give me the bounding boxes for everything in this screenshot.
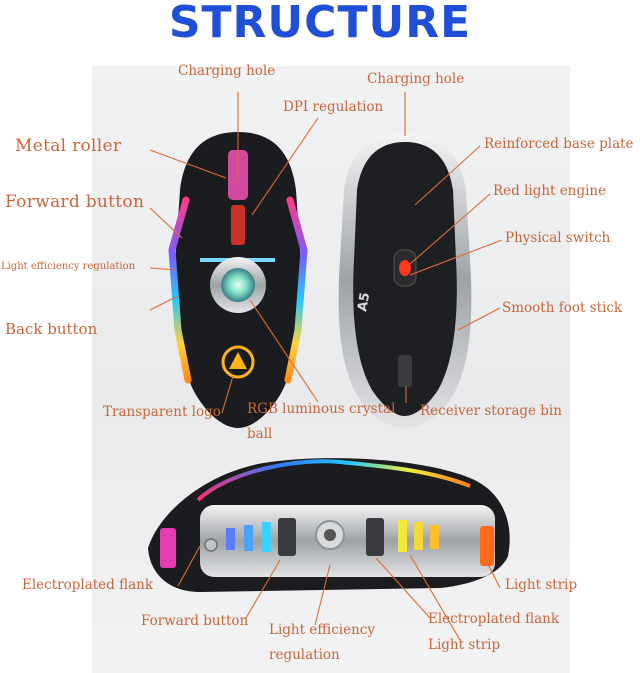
label-dpi-regulation: DPI regulation [283, 99, 384, 115]
label-light-efficiency-regulation-top: Light efficiency regulation [1, 261, 136, 272]
label-rgb-crystal-ball-line2: ball [247, 426, 273, 442]
label-light-efficiency-line2: regulation [269, 647, 340, 663]
label-forward-button-top: Forward button [5, 192, 145, 212]
mouse-bottom-view: A5 [338, 132, 472, 428]
label-reinforced-base-plate: Reinforced base plate [484, 136, 634, 152]
label-smooth-foot-stick: Smooth foot stick [502, 300, 623, 316]
label-red-light-engine: Red light engine [493, 183, 607, 199]
label-light-strip-bottom: Light strip [428, 637, 501, 653]
label-electroplated-flank-left: Electroplated flank [22, 577, 154, 593]
label-light-efficiency-line1: Light efficiency [269, 622, 375, 638]
mouse-top-view [168, 132, 308, 428]
label-forward-button-bottom: Forward button [141, 613, 249, 629]
label-metal-roller: Metal roller [15, 136, 122, 156]
label-rgb-crystal-ball-line1: RGB luminous crystal [247, 401, 396, 417]
mouse-side-view [148, 458, 510, 592]
leader-lines [149, 92, 503, 641]
model-text: A5 [355, 291, 373, 312]
label-receiver-storage-bin: Receiver storage bin [420, 403, 562, 419]
label-transparent-logo: Transparent logo [103, 404, 221, 420]
label-light-strip-right: Light strip [505, 577, 578, 593]
label-electroplated-flank-right: Electroplated flank [428, 611, 560, 627]
label-physical-switch: Physical switch [505, 230, 611, 246]
label-charging-hole-left: Charging hole [178, 63, 276, 79]
page-title: STRUCTURE [168, 0, 472, 48]
label-back-button: Back button [5, 320, 98, 338]
label-charging-hole-right: Charging hole [367, 71, 465, 87]
